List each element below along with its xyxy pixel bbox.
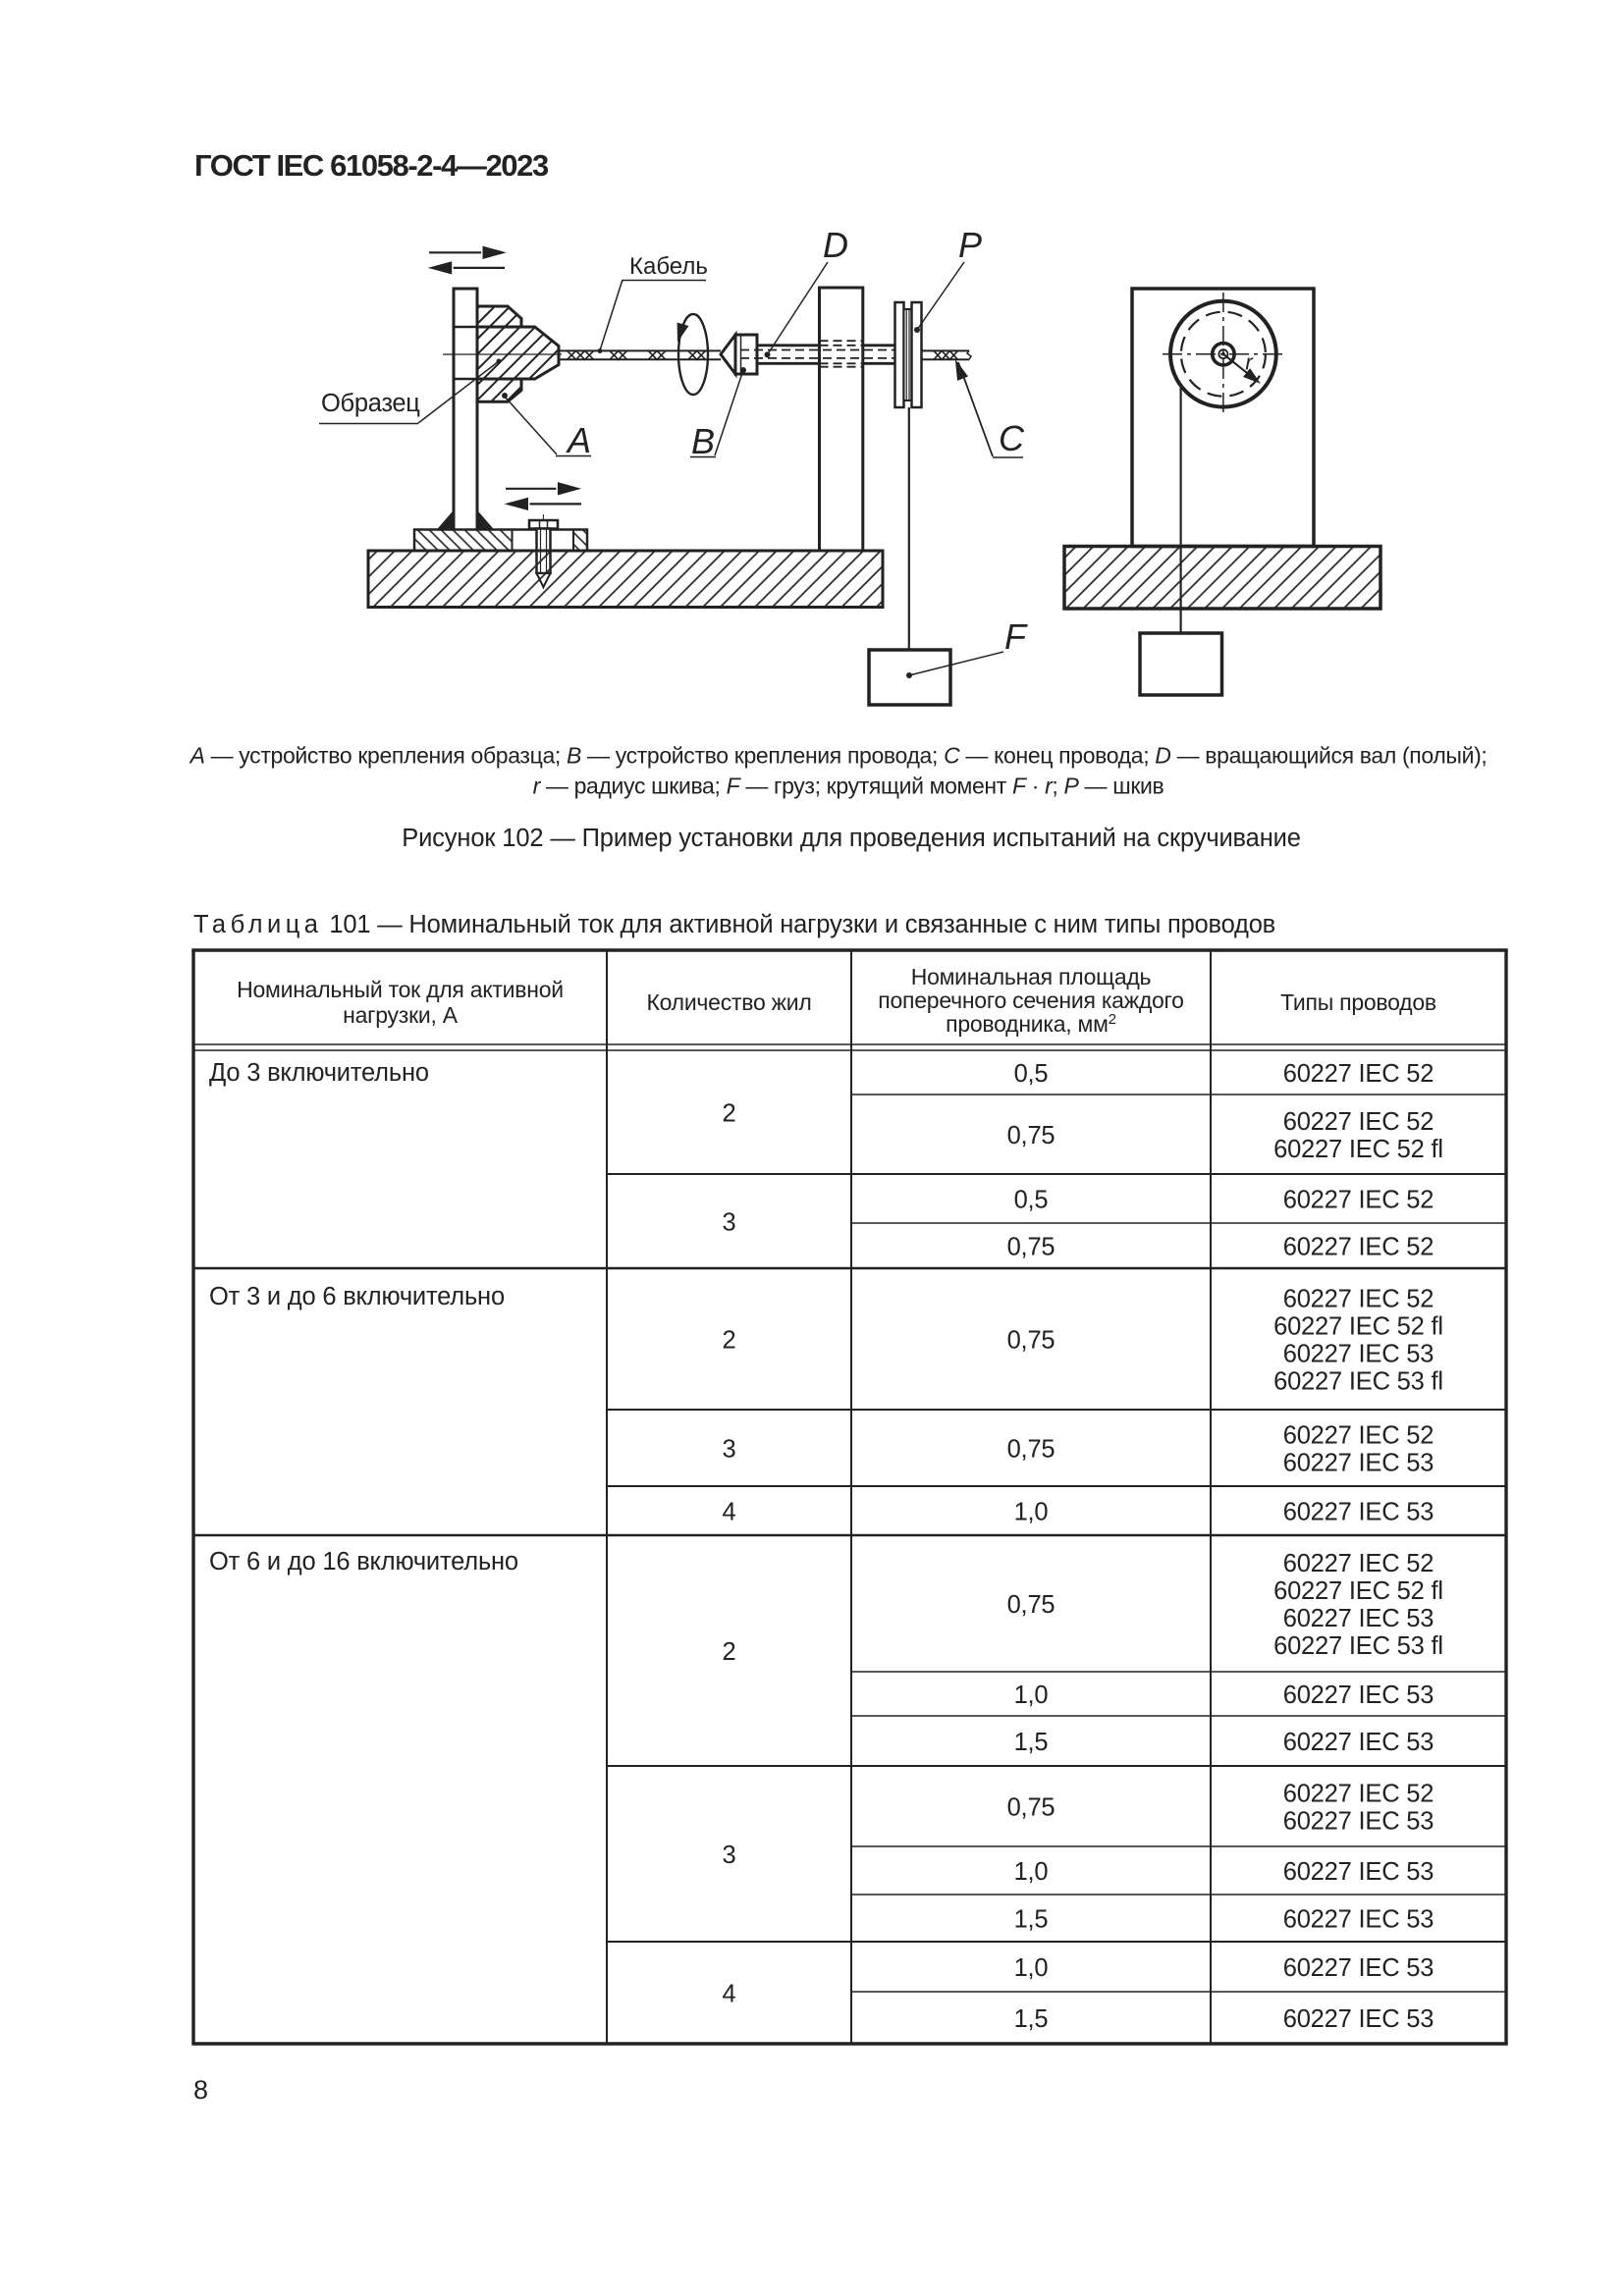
svg-text:проводника, мм2: проводника, мм2: [946, 1011, 1116, 1037]
svg-text:60227 IEC 53: 60227 IEC 53: [1283, 1729, 1435, 1756]
svg-text:2: 2: [723, 1100, 736, 1128]
svg-text:Номинальный ток для активной: Номинальный ток для активной: [237, 977, 564, 1002]
svg-text:1,0: 1,0: [1014, 1682, 1049, 1709]
svg-text:60227 IEC 53: 60227 IEC 53: [1283, 1341, 1435, 1368]
svg-text:3: 3: [723, 1842, 736, 1869]
svg-text:60227 IEC 52: 60227 IEC 52: [1283, 1108, 1435, 1136]
svg-text:Типы проводов: Типы проводов: [1280, 989, 1436, 1015]
svg-text:От 3 и до 6 включительно: От 3 и до 6 включительно: [209, 1283, 505, 1310]
svg-text:60227 IEC 52: 60227 IEC 52: [1283, 1187, 1435, 1214]
svg-text:0,75: 0,75: [1007, 1234, 1056, 1261]
svg-text:60227 IEC 53: 60227 IEC 53: [1283, 1906, 1435, 1934]
svg-text:60227 IEC 52: 60227 IEC 52: [1283, 1286, 1435, 1313]
svg-text:60227 IEC 52 fl: 60227 IEC 52 fl: [1273, 1313, 1443, 1341]
svg-text:60227 IEC 53: 60227 IEC 53: [1283, 1605, 1435, 1632]
svg-text:Кабель: Кабель: [629, 253, 708, 280]
svg-text:Рисунок 102 — Пример установки: Рисунок 102 — Пример установки для прове…: [402, 825, 1301, 852]
svg-text:поперечного сечения каждого: поперечного сечения каждого: [878, 988, 1183, 1013]
svg-text:60227 IEC 52: 60227 IEC 52: [1283, 1060, 1435, 1088]
svg-text:60227 IEC 52 fl: 60227 IEC 52 fl: [1273, 1577, 1443, 1605]
svg-text:2: 2: [723, 1638, 736, 1666]
svg-text:60227 IEC 53: 60227 IEC 53: [1283, 1682, 1435, 1709]
svg-text:60227 IEC 53: 60227 IEC 53: [1283, 1808, 1435, 1836]
svg-text:Образец: Образец: [321, 390, 420, 417]
svg-text:60227 IEC 52 fl: 60227 IEC 52 fl: [1273, 1136, 1443, 1163]
svg-text:1,0: 1,0: [1014, 1858, 1049, 1886]
svg-text:0,5: 0,5: [1014, 1187, 1049, 1214]
svg-text:нагрузки, А: нагрузки, А: [343, 1002, 459, 1028]
svg-text:3: 3: [723, 1436, 736, 1464]
svg-text:60227 IEC 53: 60227 IEC 53: [1283, 1954, 1435, 1982]
svg-text:0,75: 0,75: [1007, 1327, 1056, 1355]
svg-text:2: 2: [723, 1327, 736, 1355]
svg-text:60227 IEC 52: 60227 IEC 52: [1283, 1422, 1435, 1450]
svg-text:1,0: 1,0: [1014, 1499, 1049, 1526]
svg-text:Номинальная площадь: Номинальная площадь: [911, 964, 1152, 989]
svg-text:D: D: [823, 225, 848, 265]
svg-text:3: 3: [723, 1209, 736, 1237]
svg-text:8: 8: [193, 2075, 208, 2105]
svg-text:60227 IEC 53: 60227 IEC 53: [1283, 1450, 1435, 1477]
svg-text:60227 IEC 53 fl: 60227 IEC 53 fl: [1273, 1632, 1443, 1660]
svg-text:1,5: 1,5: [1014, 2005, 1049, 2033]
svg-text:4: 4: [723, 1981, 736, 2008]
svg-text:0,75: 0,75: [1007, 1591, 1056, 1619]
svg-text:До 3 включительно: До 3 включительно: [209, 1059, 429, 1087]
svg-text:Количество жил: Количество жил: [646, 989, 811, 1015]
svg-text:4: 4: [723, 1499, 736, 1526]
svg-text:B: B: [691, 421, 715, 461]
svg-text:0,75: 0,75: [1007, 1122, 1056, 1149]
svg-text:C: C: [999, 418, 1025, 458]
svg-text:A: A: [566, 420, 591, 460]
svg-text:60227 IEC 52: 60227 IEC 52: [1283, 1234, 1435, 1261]
svg-text:r — радиус шкива; F — груз; кр: r — радиус шкива; F — груз; крутящий мом…: [533, 774, 1164, 799]
svg-text:1,5: 1,5: [1014, 1906, 1049, 1934]
svg-text:60227 IEC 53: 60227 IEC 53: [1283, 1499, 1435, 1526]
svg-text:F: F: [1004, 616, 1028, 657]
svg-text:ГОСТ IEC 61058-2-4—2023: ГОСТ IEC 61058-2-4—2023: [194, 148, 549, 183]
svg-text:60227 IEC 53 fl: 60227 IEC 53 fl: [1273, 1368, 1443, 1396]
svg-text:Таблица 101 — Номинальный ток: Таблица 101 — Номинальный ток для активн…: [193, 911, 1275, 938]
svg-text:0,75: 0,75: [1007, 1794, 1056, 1822]
svg-text:0,75: 0,75: [1007, 1436, 1056, 1464]
svg-text:60227 IEC 52: 60227 IEC 52: [1283, 1781, 1435, 1808]
svg-text:A — устройство крепления образ: A — устройство крепления образца; B — ус…: [189, 743, 1488, 769]
svg-text:P: P: [958, 225, 982, 265]
svg-text:60227 IEC 52: 60227 IEC 52: [1283, 1550, 1435, 1577]
svg-text:60227 IEC 53: 60227 IEC 53: [1283, 2005, 1435, 2033]
svg-text:1,5: 1,5: [1014, 1729, 1049, 1756]
svg-text:От 6 и до 16 включительно: От 6 и до 16 включительно: [209, 1548, 518, 1575]
svg-text:1,0: 1,0: [1014, 1954, 1049, 1982]
svg-text:r: r: [1245, 350, 1254, 375]
svg-text:0,5: 0,5: [1014, 1060, 1049, 1088]
svg-text:60227 IEC 53: 60227 IEC 53: [1283, 1858, 1435, 1886]
